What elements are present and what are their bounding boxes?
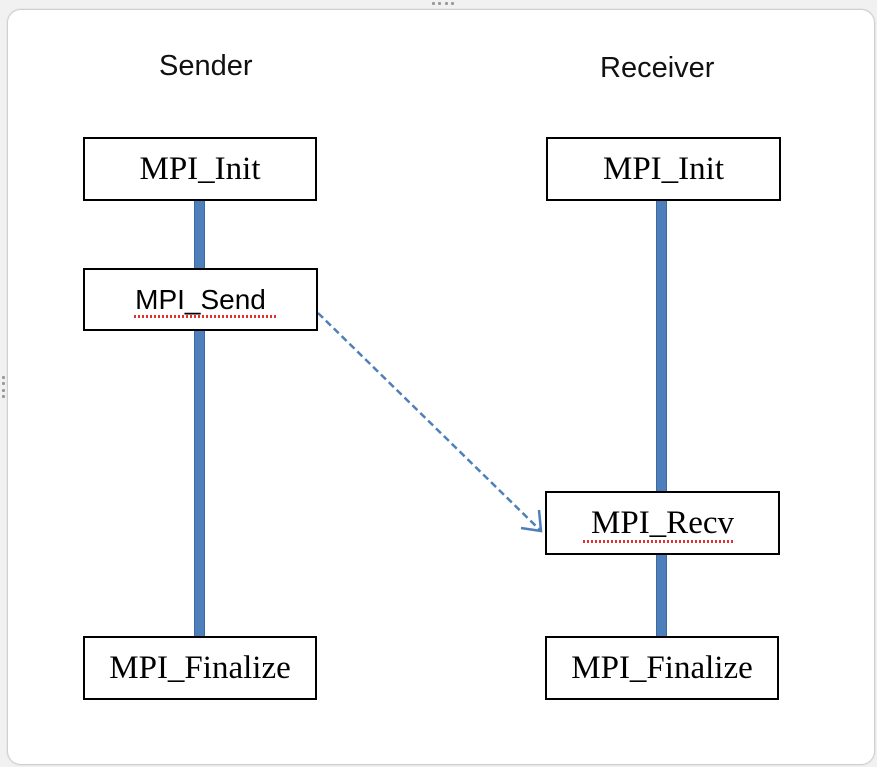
sender-heading: Sender	[159, 50, 253, 82]
receiver-lifeline	[656, 199, 667, 637]
sender-send-box: MPI_Send	[83, 268, 318, 331]
receiver-finalize-box: MPI_Finalize	[545, 636, 779, 700]
resize-handle-top[interactable]	[432, 2, 454, 6]
spellcheck-underline-recv	[583, 540, 733, 543]
receiver-init-box: MPI_Init	[546, 137, 781, 201]
sender-finalize-box: MPI_Finalize	[83, 636, 317, 700]
receiver-heading: Receiver	[600, 52, 715, 84]
sender-lifeline	[194, 199, 205, 637]
receiver-recv-box: MPI_Recv	[545, 491, 780, 555]
resize-handle-left[interactable]	[2, 376, 6, 398]
sender-init-box: MPI_Init	[83, 137, 317, 201]
spellcheck-underline-send	[134, 315, 276, 318]
